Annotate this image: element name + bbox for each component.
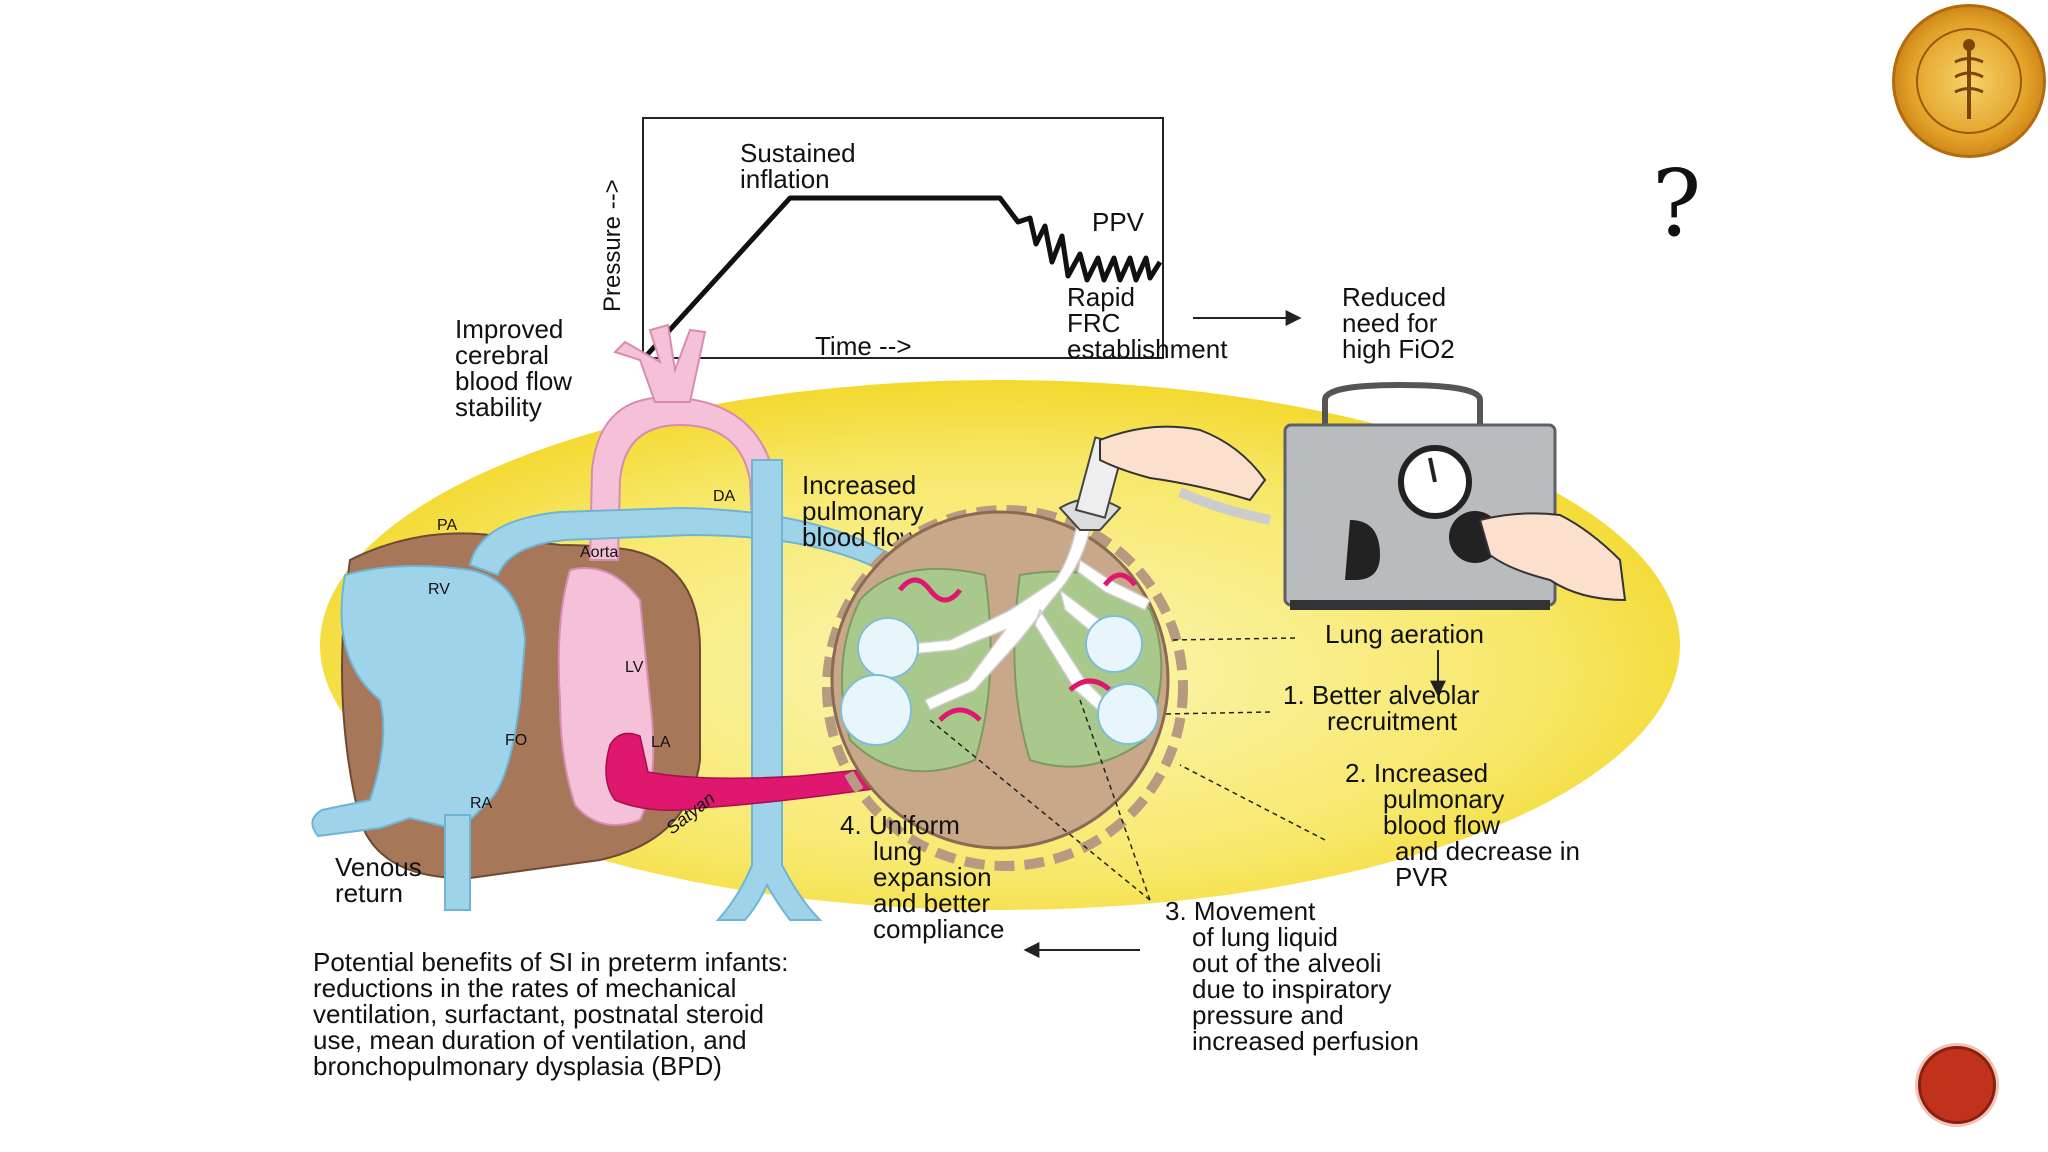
lung-capillaries (898, 572, 1137, 722)
benefit1-line1: 1. Better alveolar (1283, 680, 1480, 710)
reduced-fio2-line1: Reduced (1342, 282, 1446, 312)
benefit1-line2: recruitment (1327, 706, 1458, 736)
benefit4-line2: lung (873, 836, 922, 866)
gas-outlet (1345, 520, 1380, 580)
venous-return-line2: return (335, 878, 403, 908)
reduced-fio2-line3: high FiO2 (1342, 334, 1455, 364)
graph-xlabel: Time --> (815, 331, 912, 361)
leader-benefit2 (1179, 764, 1326, 841)
benefit3-line4: due to inspiratory (1192, 974, 1391, 1004)
pressure-time-graph: Pressure --> Time --> Sustained inflatio… (599, 117, 1164, 361)
reduced-fio2-line2: need for (1342, 308, 1438, 338)
graph-phase1-line1: Sustained (740, 138, 856, 168)
pressure-curve (644, 195, 1163, 358)
alveolus-3 (840, 674, 912, 746)
caption-line1: Potential benefits of SI in preterm infa… (313, 947, 788, 977)
benefit2-line1: 2. Increased (1345, 758, 1488, 788)
lung-cross-section (822, 505, 1188, 871)
caduceus-icon (1916, 28, 2022, 134)
alveolus-1 (857, 617, 919, 679)
graph-ylabel: Pressure --> (599, 179, 626, 312)
venous-return-vessel (444, 814, 471, 911)
benefit3-line6: increased perfusion (1192, 1026, 1419, 1056)
pulmonary-flow-line2: pulmonary (802, 496, 923, 526)
operator-hand (1478, 512, 1627, 602)
device-base (1290, 600, 1550, 610)
benefit2-line5: PVR (1395, 862, 1448, 892)
slide-title-fragment: ? (1652, 150, 1702, 257)
caption-line5: bronchopulmonary dysplasia (BPD) (313, 1051, 722, 1081)
benefit3-line1: 3. Movement (1165, 896, 1316, 926)
benefit2-line2: pulmonary (1383, 784, 1504, 814)
leader-benefit3b (929, 719, 1151, 901)
label-ra: RA (470, 795, 493, 812)
t-piece-resuscitator (1058, 381, 1627, 610)
label-lv: LV (625, 659, 644, 676)
gauge-needle (1428, 457, 1437, 483)
label-aorta: Aorta (580, 544, 618, 561)
tubing (1177, 487, 1271, 525)
benefit4-line3: expansion (873, 862, 992, 892)
caption-line4: use, mean duration of ventilation, and (313, 1025, 747, 1055)
holding-hand (1099, 425, 1267, 502)
cerebral-line3: blood flow (455, 366, 572, 396)
graph-frame (642, 117, 1164, 359)
device-handle (1322, 381, 1483, 430)
rapid-frc-line2: FRC (1067, 308, 1120, 338)
label-rv: RV (428, 581, 450, 598)
benefit4-line5: compliance (873, 914, 1005, 944)
benefit2-line4: and decrease in (1395, 836, 1580, 866)
label-da: DA (713, 488, 736, 505)
head-vessels (613, 323, 707, 403)
benefit3-line3: out of the alveoli (1192, 948, 1381, 978)
label-pa: PA (437, 517, 457, 534)
benefit4-line1: 4. Uniform (840, 810, 960, 840)
rapid-frc-line3: establishment (1067, 334, 1228, 364)
pulmonary-flow-line1: Increased (802, 470, 916, 500)
lung-outer-ring (822, 505, 1188, 871)
rapid-frc-line1: Rapid (1067, 282, 1135, 312)
benefit3-line2: of lung liquid (1192, 922, 1338, 952)
alveolus-4 (1097, 683, 1159, 745)
graph-phase2: PPV (1092, 207, 1145, 237)
leader-aeration (1169, 637, 1296, 641)
alveolus-2 (1085, 615, 1143, 673)
cerebral-line1: Improved (455, 314, 563, 344)
label-la: LA (651, 734, 671, 751)
heart-illustration: PA DA Aorta RV LV FO LA RA Satyan (311, 323, 1007, 921)
benefit4-line4: and better (873, 888, 990, 918)
caption-line2: reductions in the rates of mechanical (313, 973, 736, 1003)
cerebral-line2: cerebral (455, 340, 549, 370)
lung-aeration-label: Lung aeration (1325, 619, 1484, 649)
benefit2-line3: blood flow (1383, 810, 1500, 840)
graph-phase1-line2: inflation (740, 164, 830, 194)
cerebral-line4: stability (455, 392, 542, 422)
venous-return-line1: Venous (335, 852, 422, 882)
descending-vessel (715, 459, 823, 921)
next-slide-button[interactable] (1918, 1046, 1996, 1124)
institute-emblem-logo (1892, 4, 2046, 158)
benefit3-line5: pressure and (1192, 1000, 1344, 1030)
caption-line3: ventilation, surfactant, postnatal stero… (313, 999, 764, 1029)
label-fo: FO (505, 732, 527, 749)
